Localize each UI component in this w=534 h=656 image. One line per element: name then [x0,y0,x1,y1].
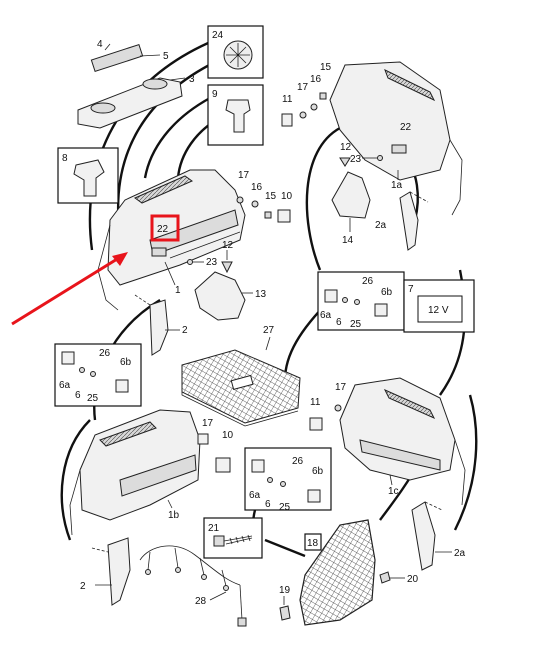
detail-box-24: 24 [207,25,264,79]
clip-icon [225,99,251,133]
callout-13: 13 [255,289,267,300]
callout-28: 28 [195,596,207,607]
callout-2a-top: 2a [375,220,387,231]
callout-6b-left: 6b [120,357,132,368]
callout-17-mid: 17 [335,382,347,393]
callout-17-left: 17 [202,418,214,429]
callout-19: 19 [279,585,291,596]
panel-1c [339,377,466,506]
callout-26-low: 26 [292,456,304,467]
callout-25-mid: 25 [350,319,362,330]
callout-16-top: 16 [251,182,263,193]
callout-10-low: 10 [222,430,234,441]
detail-box-9: 9 [207,84,264,146]
callout-6-low: 6 [265,499,271,510]
net-18: 18 [299,519,376,626]
callout-23-top: 23 [350,154,362,165]
callout-15-mid: 15 [320,62,332,73]
callout-6-mid: 6 [336,317,342,328]
callout-1: 1 [175,285,181,296]
detail-box-switch-mid [317,271,405,331]
callout-6a-left: 6a [59,380,71,391]
callout-7: 7 [408,284,414,295]
callout-20: 20 [407,574,419,585]
callout-21: 21 [208,523,220,534]
detail-box-8: 8 [57,147,119,204]
mat-27 [181,349,301,427]
callout-8: 8 [62,153,68,164]
highlight-box-22 [150,214,180,242]
callout-24: 24 [212,30,224,41]
callout-26-mid: 26 [362,276,374,287]
callout-6-left: 6 [75,390,81,401]
callout-10-top: 10 [281,191,293,202]
detail-box-21: 21 [203,517,263,559]
screw-icon [213,534,253,547]
socket-icon [417,295,463,323]
callout-1a: 1a [391,180,403,191]
callout-25-low: 25 [279,502,291,513]
socket-label: 12 V [428,305,449,316]
pointer-arrow-icon [11,252,128,326]
callout-25-left: 25 [87,393,99,404]
callout-22-top: 22 [400,122,412,133]
callout-26-left: 26 [99,348,111,359]
callout-15-top: 15 [265,191,277,202]
callout-6a-low: 6a [249,490,261,501]
callout-6b-low: 6b [312,466,324,477]
callout-1b: 1b [168,510,180,521]
callout-9: 9 [212,89,218,100]
detail-box-switch-low [244,447,332,511]
detail-box-7: 7 12 V [403,279,475,333]
callout-11-top: 11 [282,94,293,105]
callout-14: 14 [342,235,354,246]
callout-1c: 1c [388,486,399,497]
small-parts-top-center [236,196,291,223]
part-3-bracket [77,43,183,129]
callout-2-left: 2 [182,325,188,336]
callout-16-mid: 16 [310,74,322,85]
callout-3: 3 [189,74,195,85]
callout-17-top: 17 [238,170,250,181]
small-parts-top-right [281,92,327,127]
panel-1b [69,409,201,536]
detail-box-switch-left [54,343,142,407]
callout-11-low: 11 [310,397,321,408]
callout-23-mid: 23 [206,257,218,268]
callout-22-highlight: 22 [157,224,169,235]
callout-17-right: 17 [297,82,309,93]
callout-2-bottom: 2 [80,581,86,592]
callout-12-mid: 12 [222,240,234,251]
callout-6b-mid: 6b [381,287,393,298]
callout-5: 5 [163,51,169,62]
callout-18: 18 [307,538,319,549]
callout-2a-bottom: 2a [454,548,466,559]
callout-27: 27 [263,325,275,336]
clip-icon [73,159,105,197]
callout-6a-mid: 6a [320,310,332,321]
callout-12-top: 12 [340,142,352,153]
panel-1a [329,61,463,216]
callout-4: 4 [97,39,103,50]
cable-28 [139,545,247,627]
